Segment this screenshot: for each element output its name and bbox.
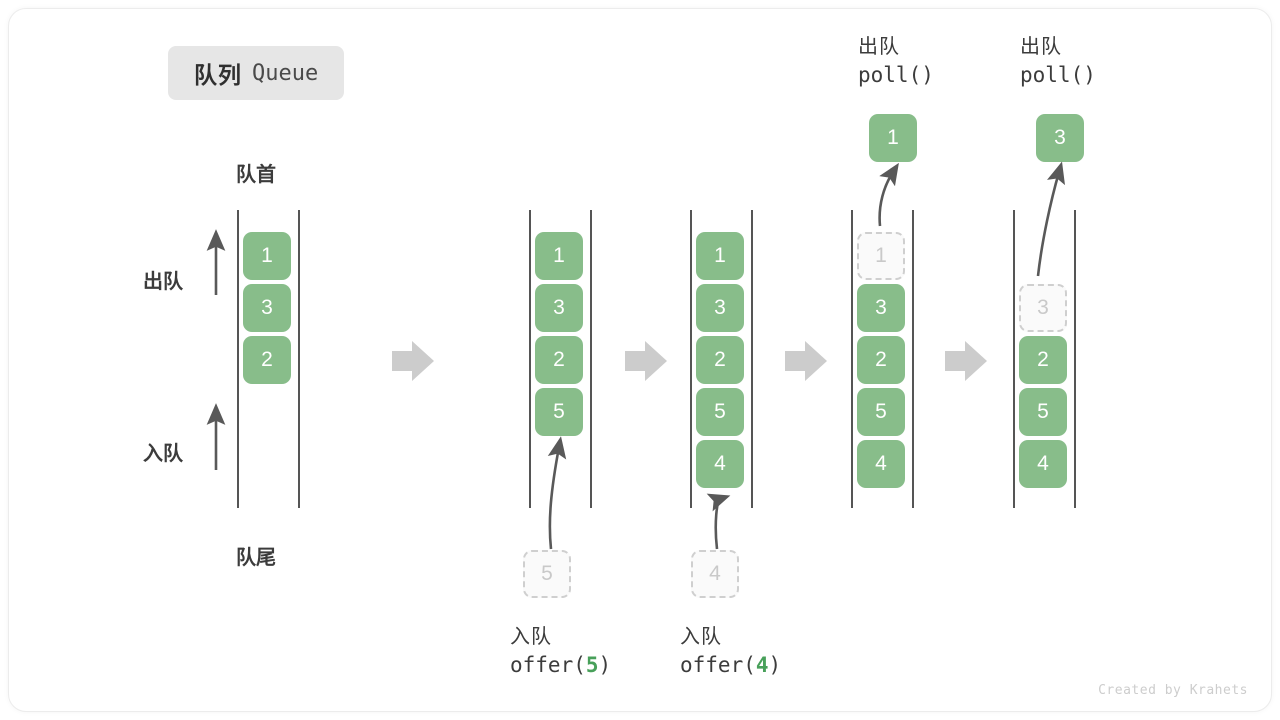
queue-rail-right (1074, 210, 1076, 508)
queue-rail-right (298, 210, 300, 508)
queue-element: 5 (696, 388, 744, 436)
operation-cn: 入队 (510, 626, 552, 648)
incoming-element-ghost: 4 (691, 550, 739, 598)
operation-label-poll-2: 出队 poll() (1020, 30, 1096, 87)
queue-element-ghost: 1 (857, 232, 905, 280)
queue-element: 5 (1019, 388, 1067, 436)
queue-rail-right (912, 210, 914, 508)
queue-element: 5 (857, 388, 905, 436)
operation-cn: 出队 (858, 36, 900, 58)
operation-label-offer-5: 入队 offer(5) (510, 620, 611, 677)
polled-element: 3 (1036, 114, 1084, 162)
queue-rail-left (529, 210, 531, 508)
queue-element: 5 (535, 388, 583, 436)
operation-code: offer(4) (680, 653, 782, 677)
title-badge: 队列 Queue (168, 46, 345, 100)
operation-label-offer-4: 入队 offer(4) (680, 620, 781, 677)
watermark-credit: Created by Krahets (1098, 683, 1248, 698)
queue-element: 1 (243, 232, 291, 280)
queue-element: 3 (696, 284, 744, 332)
queue-element: 3 (243, 284, 291, 332)
operation-label-poll-1: 出队 poll() (858, 30, 934, 87)
incoming-element-ghost: 5 (523, 550, 571, 598)
queue-rail-left (690, 210, 692, 508)
queue-element-ghost: 3 (1019, 284, 1067, 332)
polled-element: 1 (869, 114, 917, 162)
title-english: Queue (252, 60, 319, 86)
operation-cn: 出队 (1020, 36, 1062, 58)
queue-rail-right (590, 210, 592, 508)
queue-element: 4 (696, 440, 744, 488)
operation-code: poll() (858, 63, 934, 87)
operation-code: poll() (1020, 63, 1096, 87)
title-chinese: 队列 (194, 62, 242, 88)
label-queue-tail: 队尾 (236, 547, 276, 569)
queue-element: 2 (243, 336, 291, 384)
queue-element: 1 (696, 232, 744, 280)
queue-element: 3 (857, 284, 905, 332)
queue-element: 2 (696, 336, 744, 384)
queue-rail-left (237, 210, 239, 508)
diagram-frame (8, 8, 1272, 712)
queue-element: 2 (857, 336, 905, 384)
queue-element: 3 (535, 284, 583, 332)
queue-rail-right (751, 210, 753, 508)
queue-rail-left (851, 210, 853, 508)
queue-element: 2 (535, 336, 583, 384)
queue-element: 4 (857, 440, 905, 488)
label-dequeue-direction: 出队 (143, 271, 183, 293)
queue-rail-left (1013, 210, 1015, 508)
operation-code: offer(5) (510, 653, 612, 677)
operation-cn: 入队 (680, 626, 722, 648)
label-queue-head: 队首 (236, 164, 276, 186)
queue-element: 1 (535, 232, 583, 280)
label-enqueue-direction: 入队 (143, 443, 183, 465)
queue-element: 4 (1019, 440, 1067, 488)
queue-element: 2 (1019, 336, 1067, 384)
